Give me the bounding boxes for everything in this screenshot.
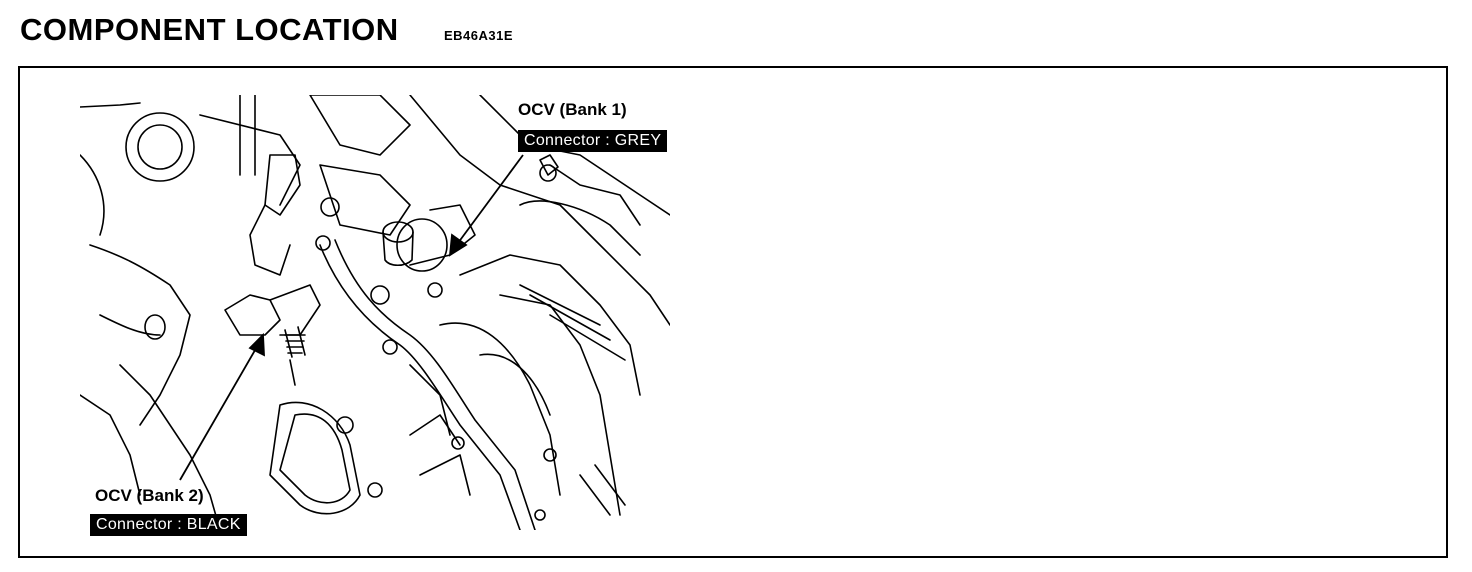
page-title: COMPONENT LOCATION <box>20 12 399 47</box>
ocv-bank2-connector: Connector : BLACK <box>90 514 247 536</box>
document-code: EB46A31E <box>444 28 514 43</box>
ocv-bank1-label: OCV (Bank 1) <box>518 100 627 119</box>
ocv-bank1-connector: Connector : GREY <box>518 130 668 152</box>
ocv-bank2-label: OCV (Bank 2) <box>95 486 204 505</box>
illustration-frame <box>18 66 1448 558</box>
engine-illustration <box>80 95 670 530</box>
